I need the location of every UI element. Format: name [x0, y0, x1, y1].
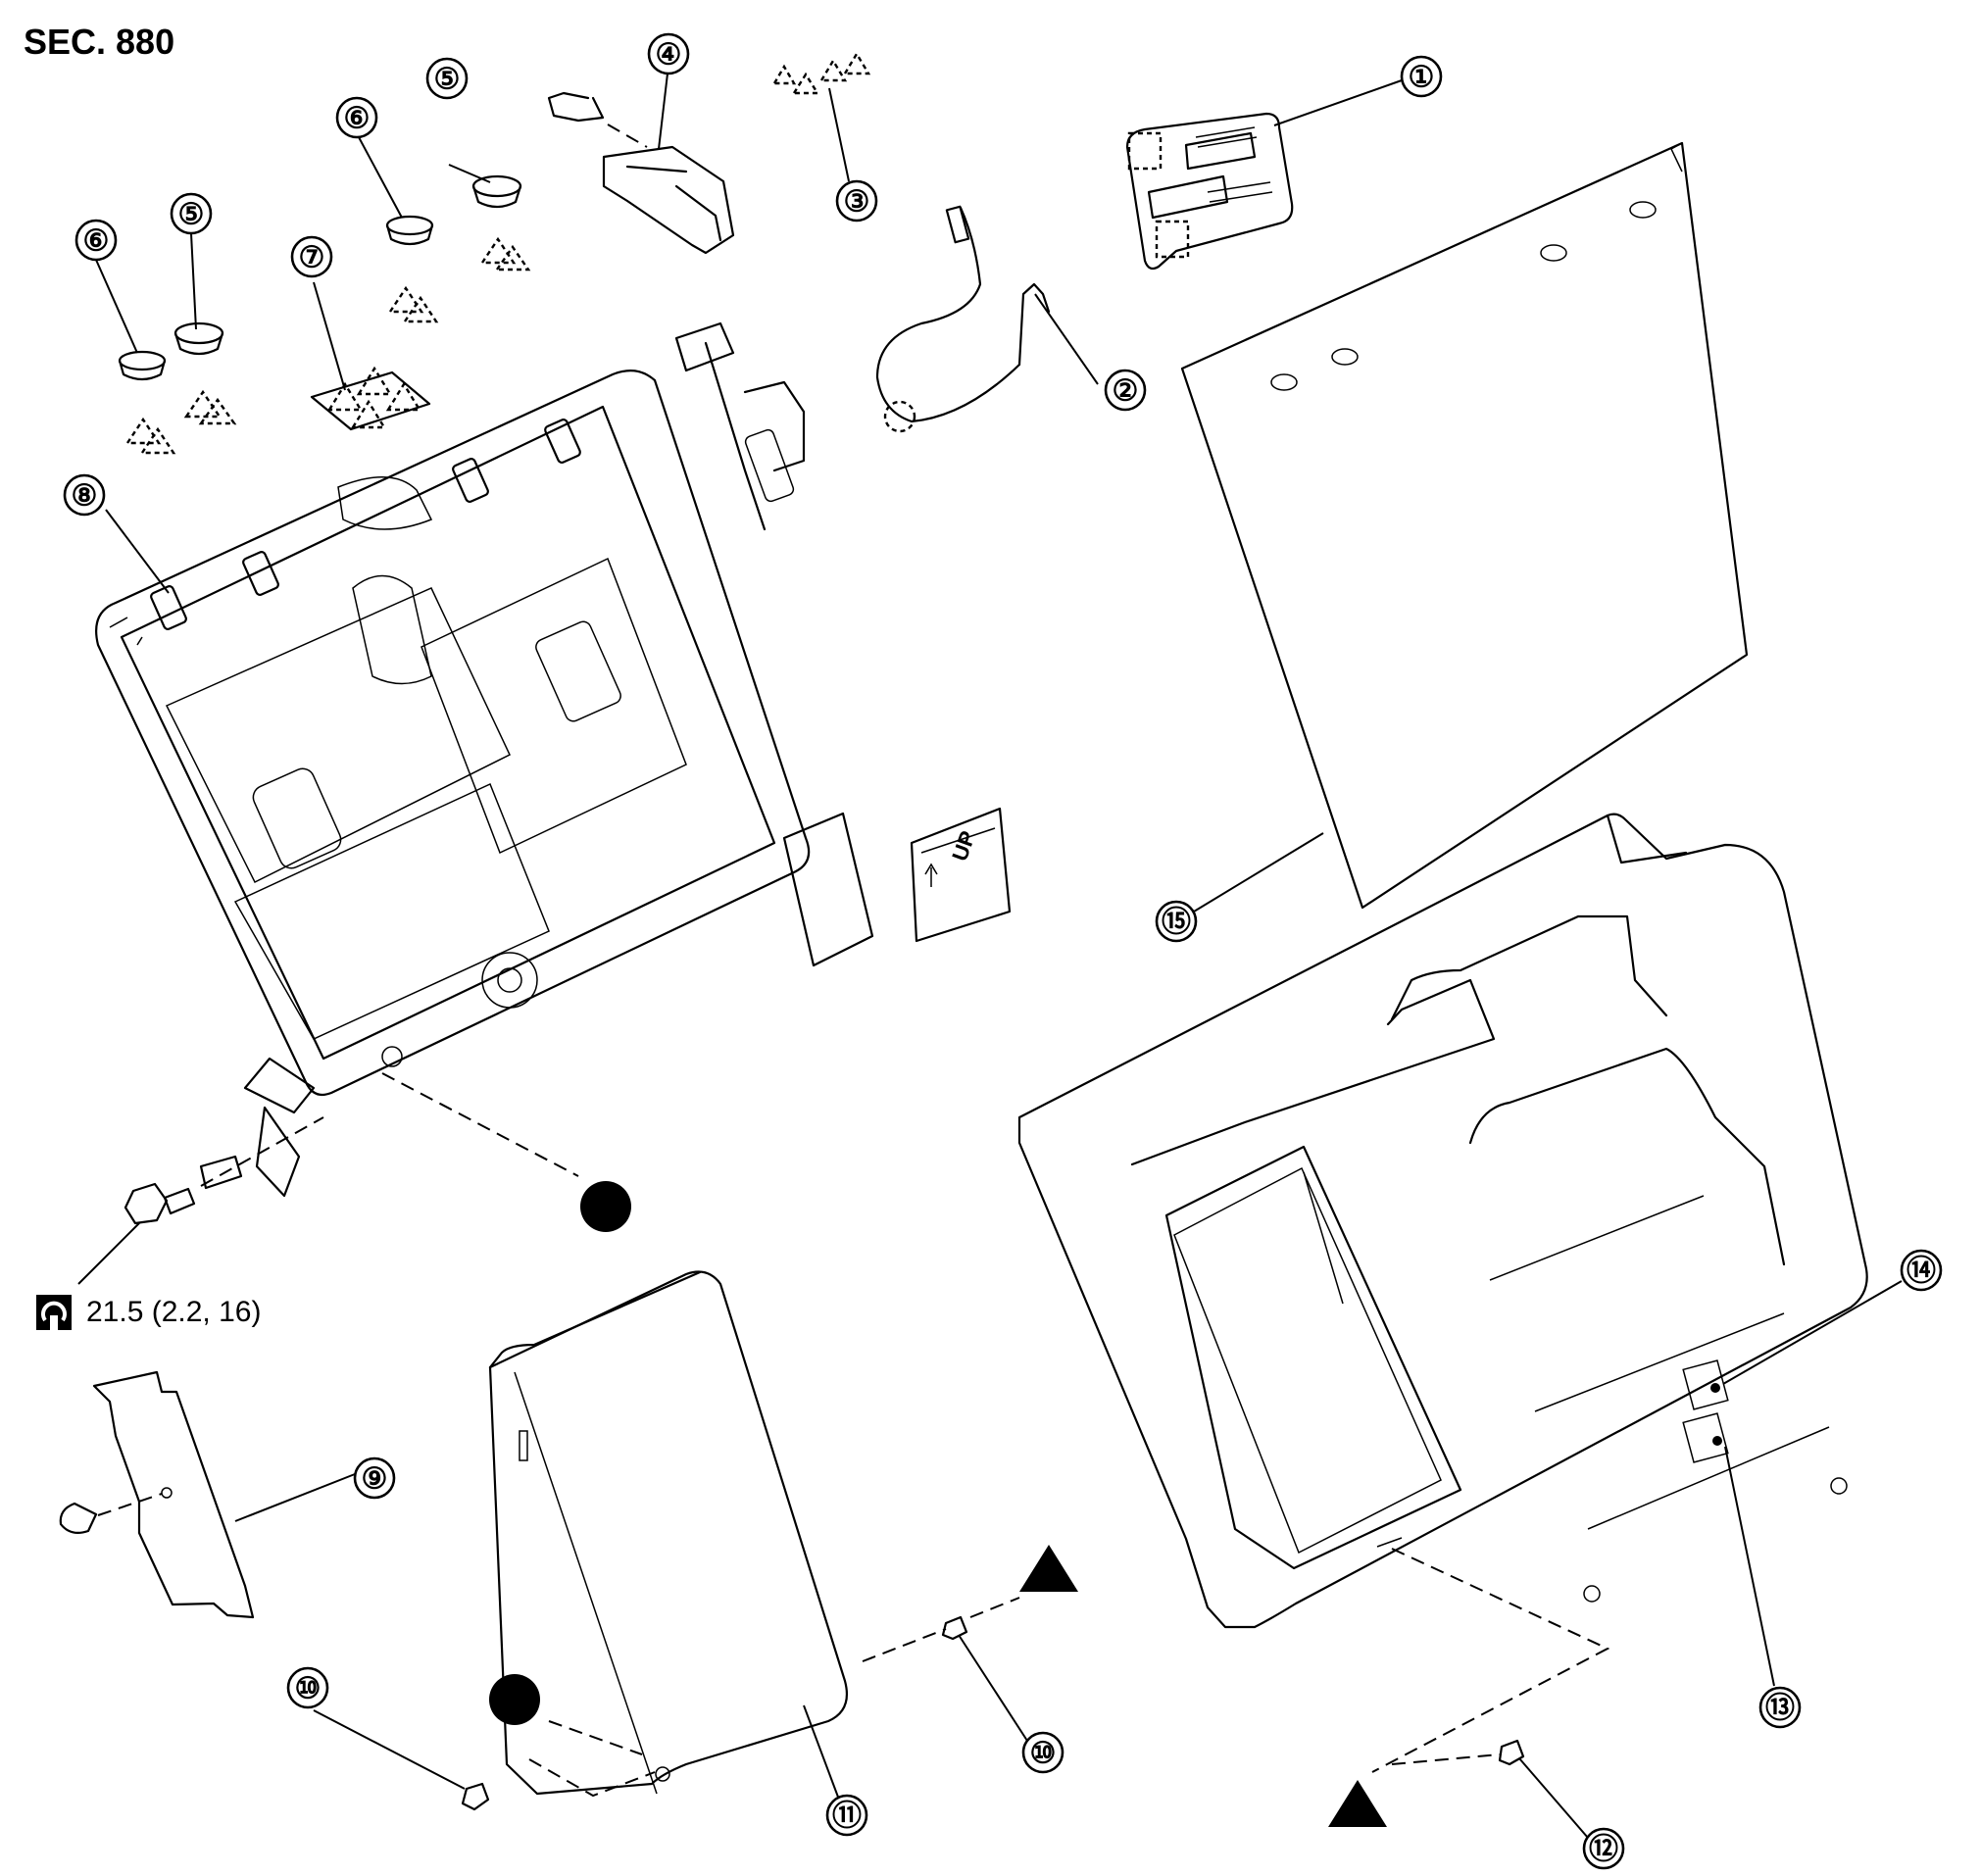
callout-4: ④ [647, 32, 690, 75]
callout-11: ⑪ [825, 1794, 868, 1837]
part-2-harness [875, 205, 1051, 433]
callout-1: ① [1400, 55, 1443, 98]
part-15-back-board [1180, 141, 1749, 910]
callout-14: ⑭ [1900, 1249, 1943, 1292]
black-triangle-marker-2 [1328, 1780, 1387, 1827]
callout-13: ⑬ [1758, 1686, 1802, 1729]
svg-text:⑤: ⑤ [178, 199, 205, 231]
callout-9: ⑨ [353, 1456, 396, 1500]
link-frame-to-dot [381, 1072, 579, 1177]
clip-10a [461, 1782, 490, 1811]
leader-lines [95, 73, 1903, 1839]
part-11-headrest [488, 1270, 849, 1796]
callout-5a: ⑤ [170, 192, 213, 235]
link-pad-to-clip12 [1371, 1548, 1610, 1773]
bolt [77, 1116, 324, 1285]
callout-5b: ⑤ [425, 57, 469, 100]
black-triangle-marker-1 [1019, 1545, 1078, 1592]
part-4-latch [547, 91, 735, 255]
part-1-trim-cover [1125, 112, 1294, 271]
link-clip10b [862, 1628, 947, 1662]
svg-text:⑥: ⑥ [83, 225, 110, 258]
svg-text:①: ① [1409, 62, 1435, 94]
part-5-holder-a [173, 321, 237, 425]
svg-text:⑬: ⑬ [1765, 1693, 1795, 1725]
svg-text:⑨: ⑨ [362, 1463, 388, 1496]
part-6-guide-a [118, 350, 176, 455]
callout-12: ⑫ [1582, 1827, 1625, 1870]
callout-7: ⑦ [290, 235, 333, 278]
svg-text:⑥: ⑥ [344, 103, 371, 135]
callout-3: ③ [835, 179, 878, 222]
callout-15: ⑮ [1155, 900, 1198, 943]
svg-text:④: ④ [656, 39, 682, 72]
svg-text:⑩: ⑩ [1030, 1738, 1057, 1770]
callout-2: ② [1104, 369, 1147, 412]
clip-10b [941, 1615, 968, 1641]
black-dot-marker-2 [489, 1674, 540, 1725]
svg-text:⑧: ⑧ [72, 480, 98, 513]
callout-6a: ⑥ [74, 219, 118, 262]
callout-10b: ⑩ [1021, 1731, 1064, 1774]
callout-6b: ⑥ [335, 96, 378, 139]
svg-text:⑫: ⑫ [1589, 1834, 1618, 1866]
svg-text:⑤: ⑤ [434, 64, 461, 96]
svg-text:⑮: ⑮ [1162, 907, 1191, 939]
link-clip10b-tri [969, 1597, 1020, 1618]
part-5-holder-b [471, 174, 531, 272]
part-3-clips [771, 51, 871, 95]
link-clip-to-headrest [528, 1758, 656, 1798]
black-dot-marker-1 [580, 1181, 631, 1232]
callout-10a: ⑩ [286, 1666, 329, 1709]
link-dot-to-headrest [548, 1720, 643, 1755]
svg-text:⑦: ⑦ [299, 242, 325, 274]
frame-up-label: UP [947, 827, 980, 864]
part-6-guide-b [385, 215, 439, 323]
clip-12 [1498, 1739, 1525, 1766]
section-title: SEC. 880 [24, 22, 175, 62]
seat-back-pad [1017, 813, 1868, 1629]
svg-text:⑭: ⑭ [1906, 1256, 1936, 1288]
link-clip12 [1391, 1753, 1501, 1765]
part-8-seat-frame: UP [95, 321, 1012, 1198]
svg-text:⑪: ⑪ [832, 1801, 862, 1833]
torque-spec: 21.5 (2.2, 16) [35, 1294, 261, 1331]
part-7-pad [310, 366, 431, 431]
torque-value: 21.5 (2.2, 16) [86, 1296, 262, 1328]
torque-wrench-icon [36, 1295, 72, 1330]
part-9-bracket [59, 1370, 255, 1619]
callout-8: ⑧ [63, 473, 106, 517]
svg-text:③: ③ [844, 186, 870, 219]
svg-text:②: ② [1113, 375, 1139, 408]
svg-text:⑩: ⑩ [295, 1673, 322, 1705]
